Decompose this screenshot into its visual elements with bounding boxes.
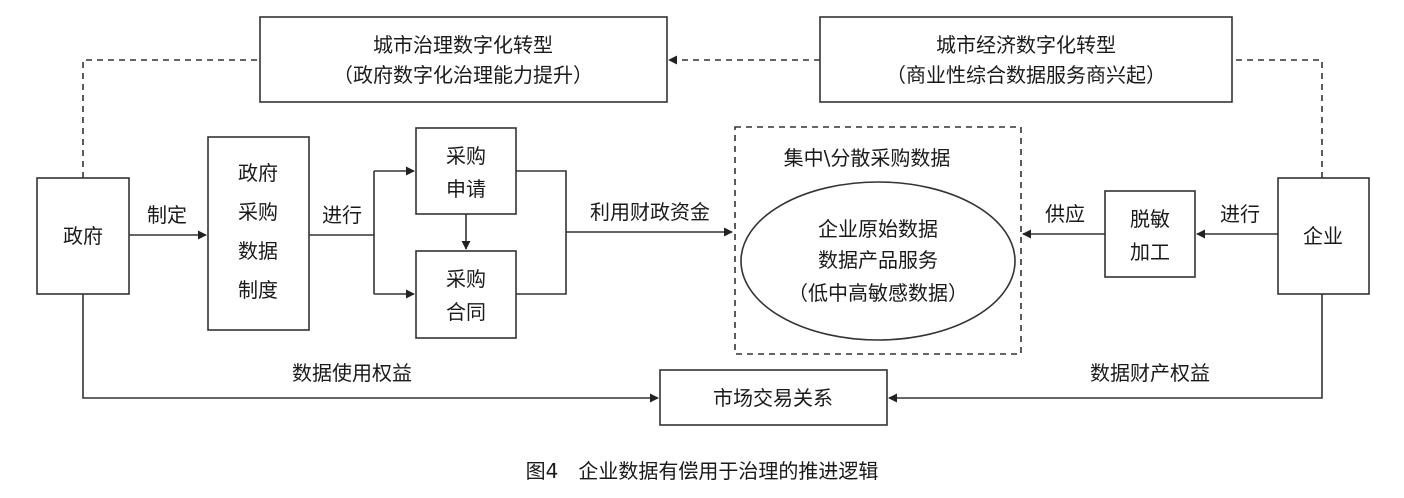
procurement-system-line-3: 数据	[238, 239, 278, 263]
procurement-contract-line-2: 合同	[446, 300, 486, 324]
gov-to-governance-dashed-line	[82, 59, 260, 178]
formulate-label: 制定	[147, 203, 187, 227]
urban-economy-subtitle: （商业性综合数据服务商兴起）	[886, 63, 1166, 87]
urban-economy-box: 城市经济数字化转型 （商业性综合数据服务商兴起）	[819, 16, 1233, 103]
data-use-rights-label: 数据使用权益	[292, 361, 412, 385]
figure-caption: 图4 企业数据有偿用于治理的推进逻辑	[526, 459, 879, 483]
procurement-apply-line-1: 采购	[446, 144, 486, 168]
enterprise-data-line-2: 数据产品服务	[818, 248, 938, 272]
enterprise-to-economy-dashed-line	[1232, 59, 1323, 178]
enterprise-label: 企业	[1303, 224, 1343, 248]
procurement-data-group-title: 集中\分散采购数据	[784, 146, 951, 170]
enterprise-data-line-1: 企业原始数据	[818, 217, 938, 241]
procurement-apply-box: 采购 申请	[415, 127, 517, 215]
procurement-apply-line-2: 申请	[446, 177, 486, 201]
data-property-rights-arrow	[888, 294, 1323, 403]
procurement-data-group: 集中\分散采购数据 企业原始数据 数据产品服务 （低中高敏感数据）	[734, 126, 1022, 355]
procurement-contract-line-1: 采购	[446, 267, 486, 291]
data-use-rights-arrow	[82, 294, 659, 403]
government-box: 政府	[36, 177, 130, 295]
procurement-system-line-4: 制度	[238, 278, 278, 302]
market-box: 市场交易关系	[659, 369, 888, 426]
enterprise-data-ellipse	[740, 181, 1016, 341]
data-property-rights-label: 数据财产权益	[1090, 361, 1210, 385]
market-label: 市场交易关系	[713, 386, 833, 410]
procurement-system-line-2: 采购	[238, 200, 278, 224]
urban-governance-title: 城市治理数字化转型	[373, 33, 553, 57]
merge-bracket-line	[516, 170, 567, 295]
desensitize-line-1: 脱敏	[1130, 207, 1170, 231]
desensitize-box: 脱敏 加工	[1104, 190, 1196, 278]
procurement-contract-box: 采购 合同	[415, 250, 517, 339]
conduct-right-label: 进行	[1220, 202, 1260, 226]
urban-economy-title: 城市经济数字化转型	[936, 33, 1116, 57]
fiscal-funds-label: 利用财政资金	[590, 200, 710, 224]
supply-label: 供应	[1045, 202, 1085, 226]
desensitize-line-2: 加工	[1130, 240, 1170, 264]
procurement-system-line-1: 政府	[238, 161, 278, 185]
enterprise-data-line-3: （低中高敏感数据）	[788, 281, 968, 305]
procurement-system-box: 政府 采购 数据 制度	[207, 136, 310, 331]
urban-governance-subtitle: （政府数字化治理能力提升）	[333, 63, 593, 87]
urban-governance-box: 城市治理数字化转型 （政府数字化治理能力提升）	[259, 16, 668, 103]
enterprise-box: 企业	[1277, 177, 1370, 295]
government-label: 政府	[63, 224, 103, 248]
conduct-left-label: 进行	[322, 203, 362, 227]
